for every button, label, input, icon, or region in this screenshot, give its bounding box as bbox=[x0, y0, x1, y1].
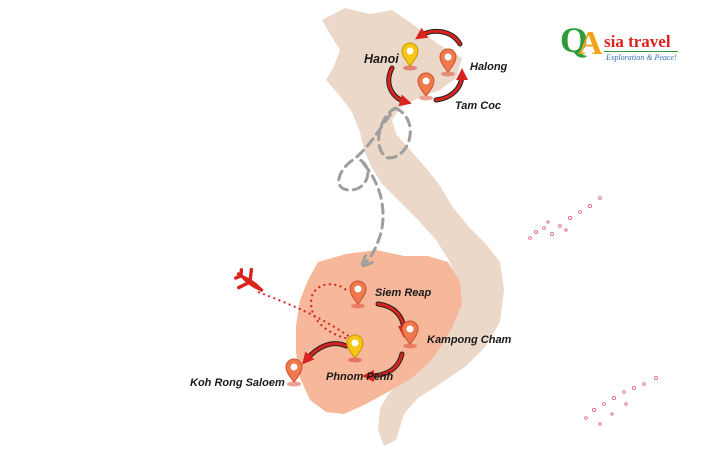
brand-tagline: Exploration & Peace! bbox=[606, 53, 677, 62]
label-kohrong: Koh Rong Saloem bbox=[190, 377, 285, 389]
label-phnompenh: Phnom Penh bbox=[326, 371, 394, 383]
label-siemreap: Siem Reap bbox=[375, 287, 432, 299]
label-hanoi: Hanoi bbox=[364, 52, 399, 66]
label-halong: Halong bbox=[470, 61, 508, 73]
islands bbox=[528, 196, 659, 426]
flight-path bbox=[337, 106, 412, 262]
cambodia-land bbox=[296, 250, 462, 414]
label-tamcoc: Tam Coc bbox=[455, 100, 501, 112]
brand-logo[interactable]: Q A sia travel Exploration & Peace! bbox=[560, 22, 690, 72]
logo-divider bbox=[604, 51, 678, 52]
map-pin-icon bbox=[285, 358, 303, 387]
airplane-path bbox=[257, 283, 355, 341]
brand-name: sia travel bbox=[604, 32, 671, 51]
airplane-icon bbox=[233, 267, 264, 292]
logo-letter-q: Q bbox=[560, 20, 589, 60]
label-kampongcham: Kampong Cham bbox=[427, 334, 512, 346]
logo-letter-a: A bbox=[578, 25, 603, 62]
vietnam-land bbox=[322, 8, 504, 446]
